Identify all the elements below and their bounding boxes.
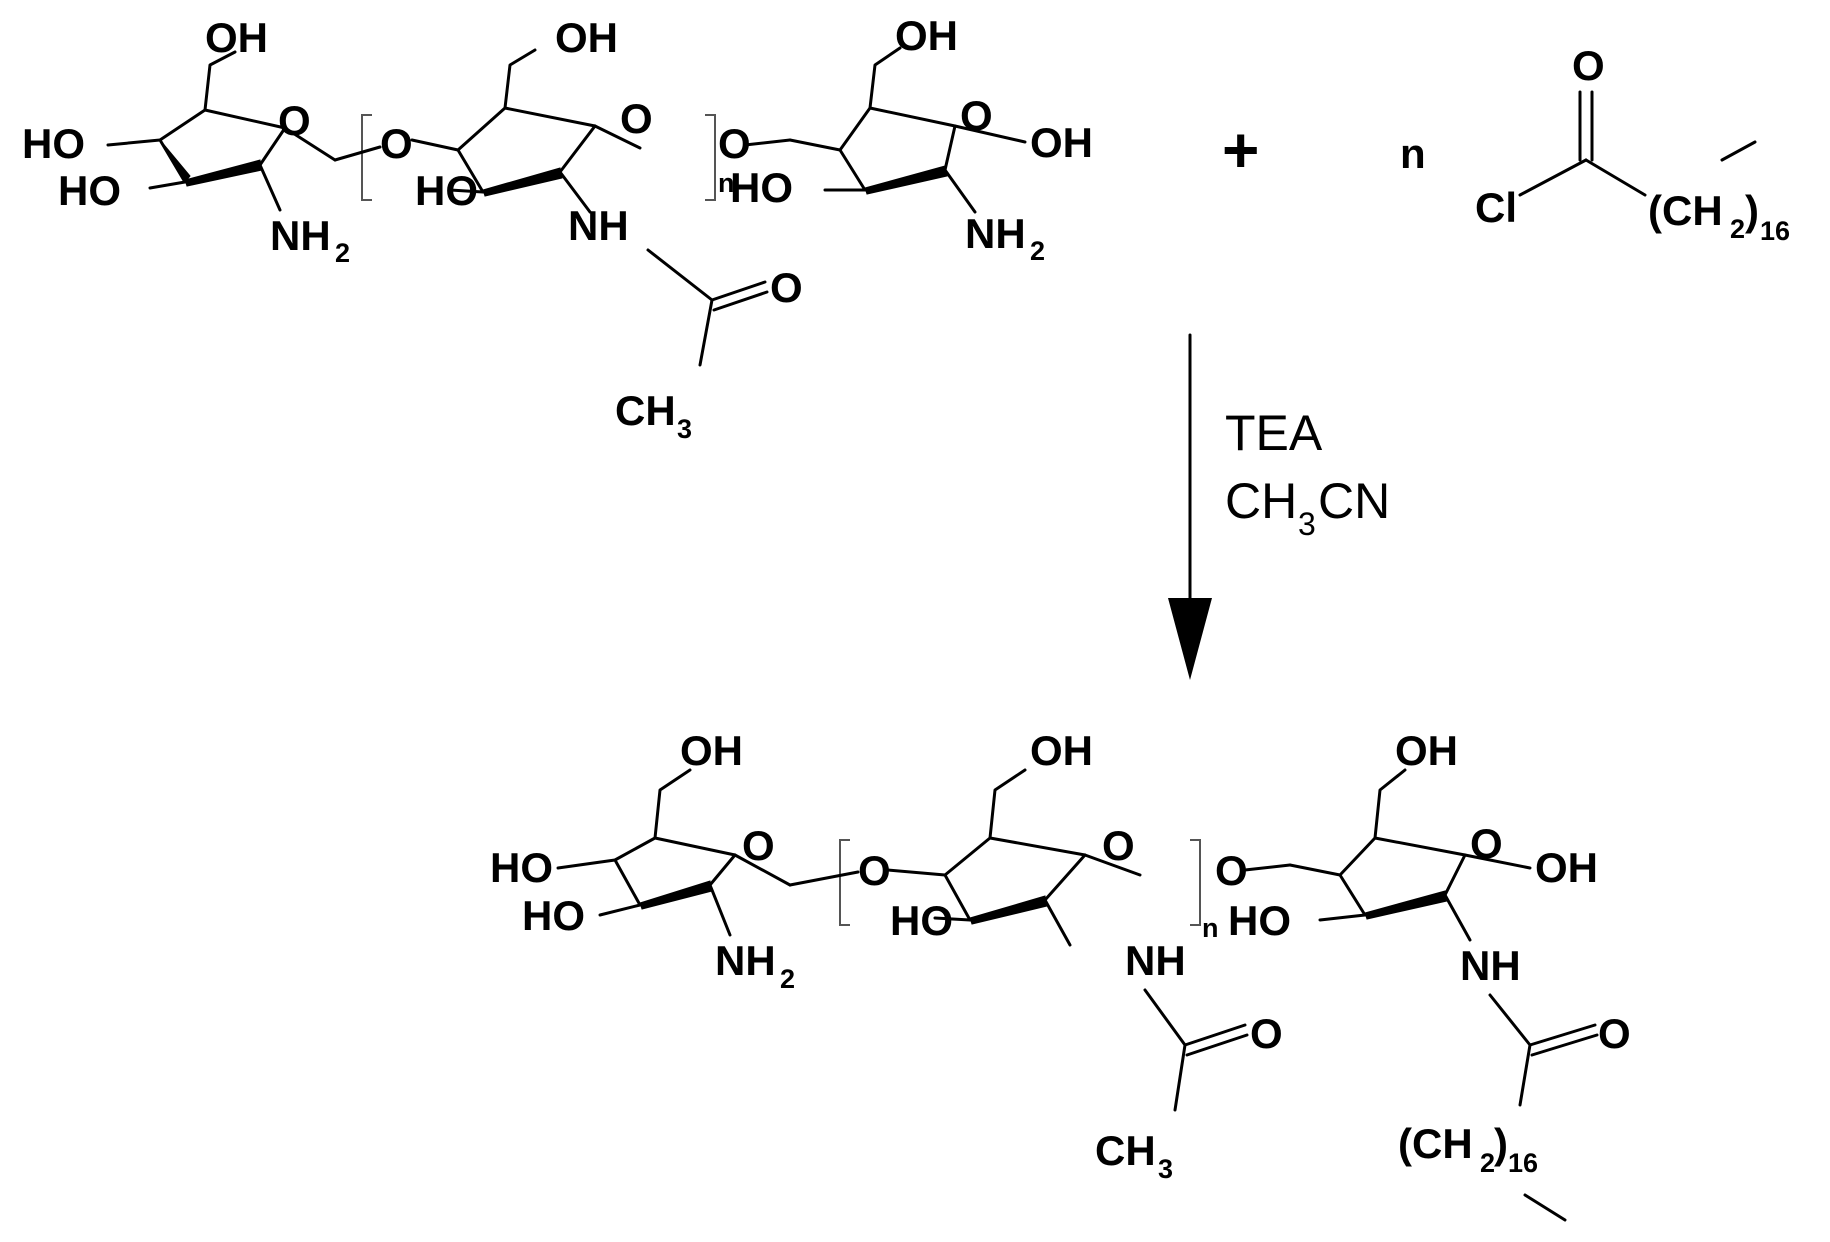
oh-label: OH <box>1395 727 1458 774</box>
repeat-bracket-right <box>705 114 716 201</box>
solvent-subscript: 3 <box>1298 506 1316 542</box>
solvent-label: CH 3 CN <box>1225 473 1390 542</box>
ch2-chain-label: (CH <box>1648 187 1723 234</box>
ho-label: HO <box>415 167 478 214</box>
repeat-count-n: n <box>1400 130 1426 177</box>
product-ring-3: HO OH O OH NH O (CH 2 ) 16 <box>1228 727 1631 1222</box>
repeat-bracket-left <box>839 839 850 926</box>
oh-label: OH <box>555 14 618 61</box>
ch2-chain-label: (CH <box>1398 1120 1473 1167</box>
ho-label: HO <box>522 892 585 939</box>
ch2-count: 16 <box>1508 1148 1538 1178</box>
glycosidic-o-label: O <box>1215 847 1248 894</box>
reaction-arrow <box>1168 333 1212 680</box>
nh2-label: NH <box>965 210 1026 257</box>
ch3-label: CH <box>1095 1127 1156 1174</box>
nh-label: NH <box>568 202 629 249</box>
ring-3: HO OH O OH NH 2 <box>730 12 1093 266</box>
product-ring-1: HO HO OH O NH 2 <box>490 727 795 994</box>
nh2-subscript: 2 <box>780 964 795 994</box>
carbonyl-o-label: O <box>1250 1010 1283 1057</box>
repeat-count-n: n <box>1202 913 1219 943</box>
plus-sign: + <box>1222 114 1259 186</box>
ho-label: HO <box>730 164 793 211</box>
product-ring-2: HO OH O NH O CH 3 <box>886 727 1283 1184</box>
chlorine-label: Cl <box>1475 184 1517 231</box>
repeat-count-n: n <box>718 168 735 198</box>
ring-o-label: O <box>742 822 775 869</box>
carbonyl-o-label: O <box>770 264 803 311</box>
oh-label: OH <box>680 727 743 774</box>
oh-label: OH <box>1030 119 1093 166</box>
ring-2: HO OH O NH O CH 3 <box>410 14 803 444</box>
oh-label: OH <box>1535 844 1598 891</box>
ch3-subscript: 3 <box>677 414 692 444</box>
ch2-close-paren: ) <box>1494 1120 1508 1167</box>
ho-label: HO <box>1228 897 1291 944</box>
nh2-subscript: 2 <box>1030 236 1045 266</box>
ring-o-label: O <box>620 95 653 142</box>
solvent-cn-text: CN <box>1318 473 1390 529</box>
ho-label: HO <box>58 167 121 214</box>
carbonyl-o-label: O <box>1598 1010 1631 1057</box>
nh2-subscript: 2 <box>335 238 350 268</box>
ch2-subscript: 2 <box>1730 214 1745 244</box>
nh-label: NH <box>1460 942 1521 989</box>
reagent-label: TEA <box>1225 405 1323 461</box>
nh-label: NH <box>1125 937 1186 984</box>
repeat-bracket-right <box>1190 839 1201 926</box>
oh-label: OH <box>1030 727 1093 774</box>
acylated-chitosan-product: HO HO OH O NH 2 O HO OH O NH O <box>490 727 1631 1222</box>
nh2-label: NH <box>715 937 776 984</box>
carbonyl-o-label: O <box>1572 42 1605 89</box>
ring-o-label: O <box>1470 820 1503 867</box>
ch2-close-paren: ) <box>1745 187 1759 234</box>
ring-o-label: O <box>1102 822 1135 869</box>
glycosidic-o-label: O <box>380 120 413 167</box>
oh-label: OH <box>895 12 958 59</box>
ring-o-label: O <box>278 97 311 144</box>
ho-label: HO <box>490 844 553 891</box>
acyl-chloride-reactant: n O Cl (CH 2 ) 16 <box>1400 42 1790 246</box>
glycosidic-o-label: O <box>858 847 891 894</box>
ho-label: HO <box>22 120 85 167</box>
ch3-subscript: 3 <box>1158 1154 1173 1184</box>
oh-label: OH <box>205 14 268 61</box>
solvent-ch-text: CH <box>1225 473 1297 529</box>
repeat-bracket-left <box>361 114 372 201</box>
ch2-subscript: 2 <box>1480 1148 1495 1178</box>
ring-1: HO HO OH O NH 2 <box>22 14 350 268</box>
ho-label: HO <box>890 897 953 944</box>
chitosan-reactant: HO HO OH O NH 2 O HO OH O NH <box>22 12 1093 444</box>
ch2-count: 16 <box>1760 216 1790 246</box>
ring-o-label: O <box>960 92 993 139</box>
ch3-label: CH <box>615 387 676 434</box>
nh2-label: NH <box>270 212 331 259</box>
